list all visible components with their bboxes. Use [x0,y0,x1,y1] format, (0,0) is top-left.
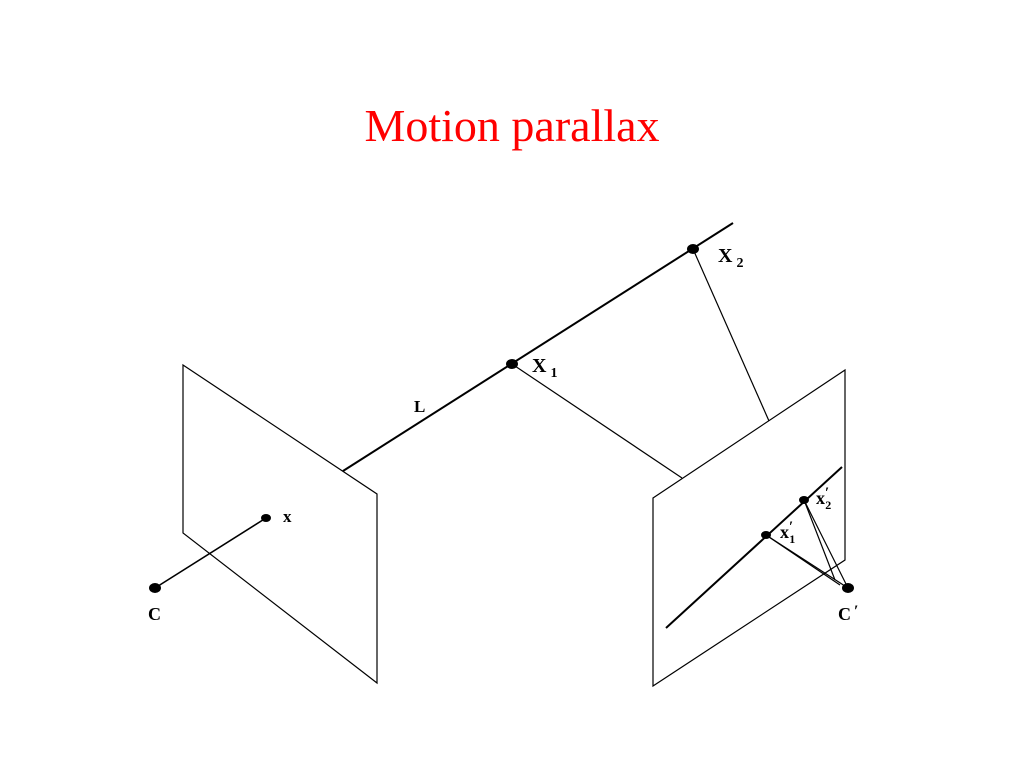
right-image-plane [652,368,846,688]
label-c-prime: C′ [838,603,859,624]
ray-c-to-x [154,517,267,589]
label-x1-sub: 1 [550,366,557,381]
label-x1-prime-mark: ′ [789,519,793,535]
image-line-l-prime [665,466,843,629]
camera-c-prime-dot [842,583,854,593]
label-x1-prime-sub: 1 [789,532,795,546]
image-point-x1-prime-dot [761,531,771,539]
ray-x1-to-right-plane [511,363,683,479]
camera-c-dot [149,583,161,593]
label-c-prime-mark: ′ [854,603,859,620]
label-x1-main: X [532,355,547,377]
slide-title: Motion parallax [364,100,660,151]
ray-x2-to-right-plane [692,248,770,422]
point-x1-dot [506,359,518,369]
label-x2-prime-main: x [816,488,825,508]
ray-x1prime-to-x2prime-right [803,499,836,581]
point-x2-dot [687,244,699,254]
label-x2-main: X [718,245,733,267]
label-l: L [414,397,425,416]
label-x2-prime: x′2 [816,485,831,512]
label-x-image: x [283,507,292,526]
image-point-x2-prime-dot [799,496,809,504]
label-x2-prime-mark: ′ [825,485,829,501]
label-x1-prime: x′1 [780,519,795,546]
label-c-prime-main: C [838,604,851,624]
ray-cprime-to-x2prime [803,499,849,589]
label-c: C [148,604,161,624]
left-image-plane [182,363,378,685]
line-l [342,222,734,472]
label-x2-prime-sub: 2 [825,498,831,512]
ray-x2prime-to-x1prime-left [765,534,841,586]
image-point-x-dot [261,514,271,522]
label-x2-sub: 2 [736,256,743,271]
label-x1-prime-main: x [780,522,789,542]
